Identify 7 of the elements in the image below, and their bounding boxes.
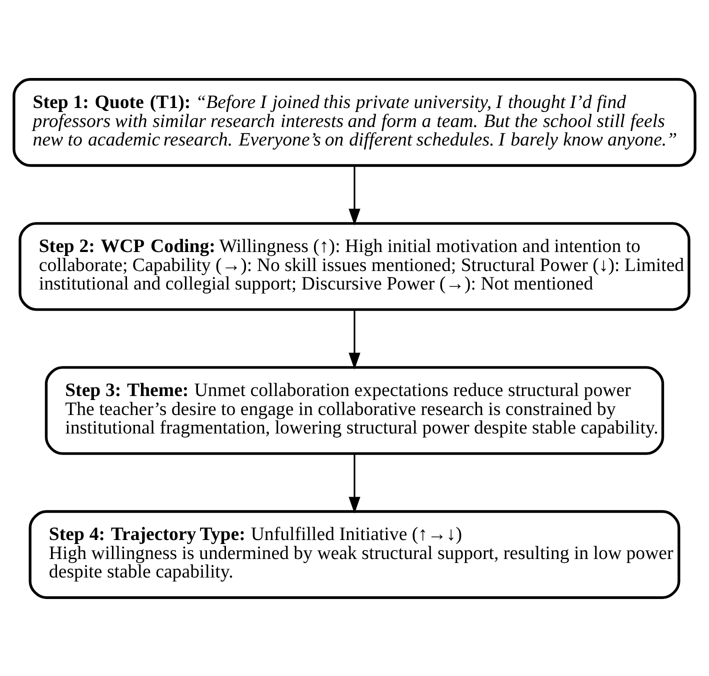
node-box: Step 3: Theme: Unmet collaboration expectations reduce structural power The teacher’s desire to engage in collaborative research is constrained by institutional fragmentation, lowering structural power despite stable capability. xyxy=(44,366,664,454)
node-box: Step 1: Quote (T1): “Before I joined this private university, I thought I’d find professors with similar research interests and form a team. But the school still feels new to academic research. Everyone’s on different schedules. I barely know anyone.” xyxy=(12,78,696,166)
node-box: Step 2: WCP Coding: Willingness (↑): High initial motivation and intention to collaborate; Capability (→): No skill issues mentioned; Structural Power (↓): Limited institutional and collegial support; Discursive Power (→): Not mentioned xyxy=(18,222,690,310)
arrow xyxy=(348,453,360,514)
arrow xyxy=(348,309,360,369)
arrow xyxy=(348,165,360,225)
node-box: Step 4: Trajectory Type: Unfulfilled Initiative (↑→↓) High willingness is undermined by weak structural support, resulting in low power despite stable capability. xyxy=(28,510,680,598)
